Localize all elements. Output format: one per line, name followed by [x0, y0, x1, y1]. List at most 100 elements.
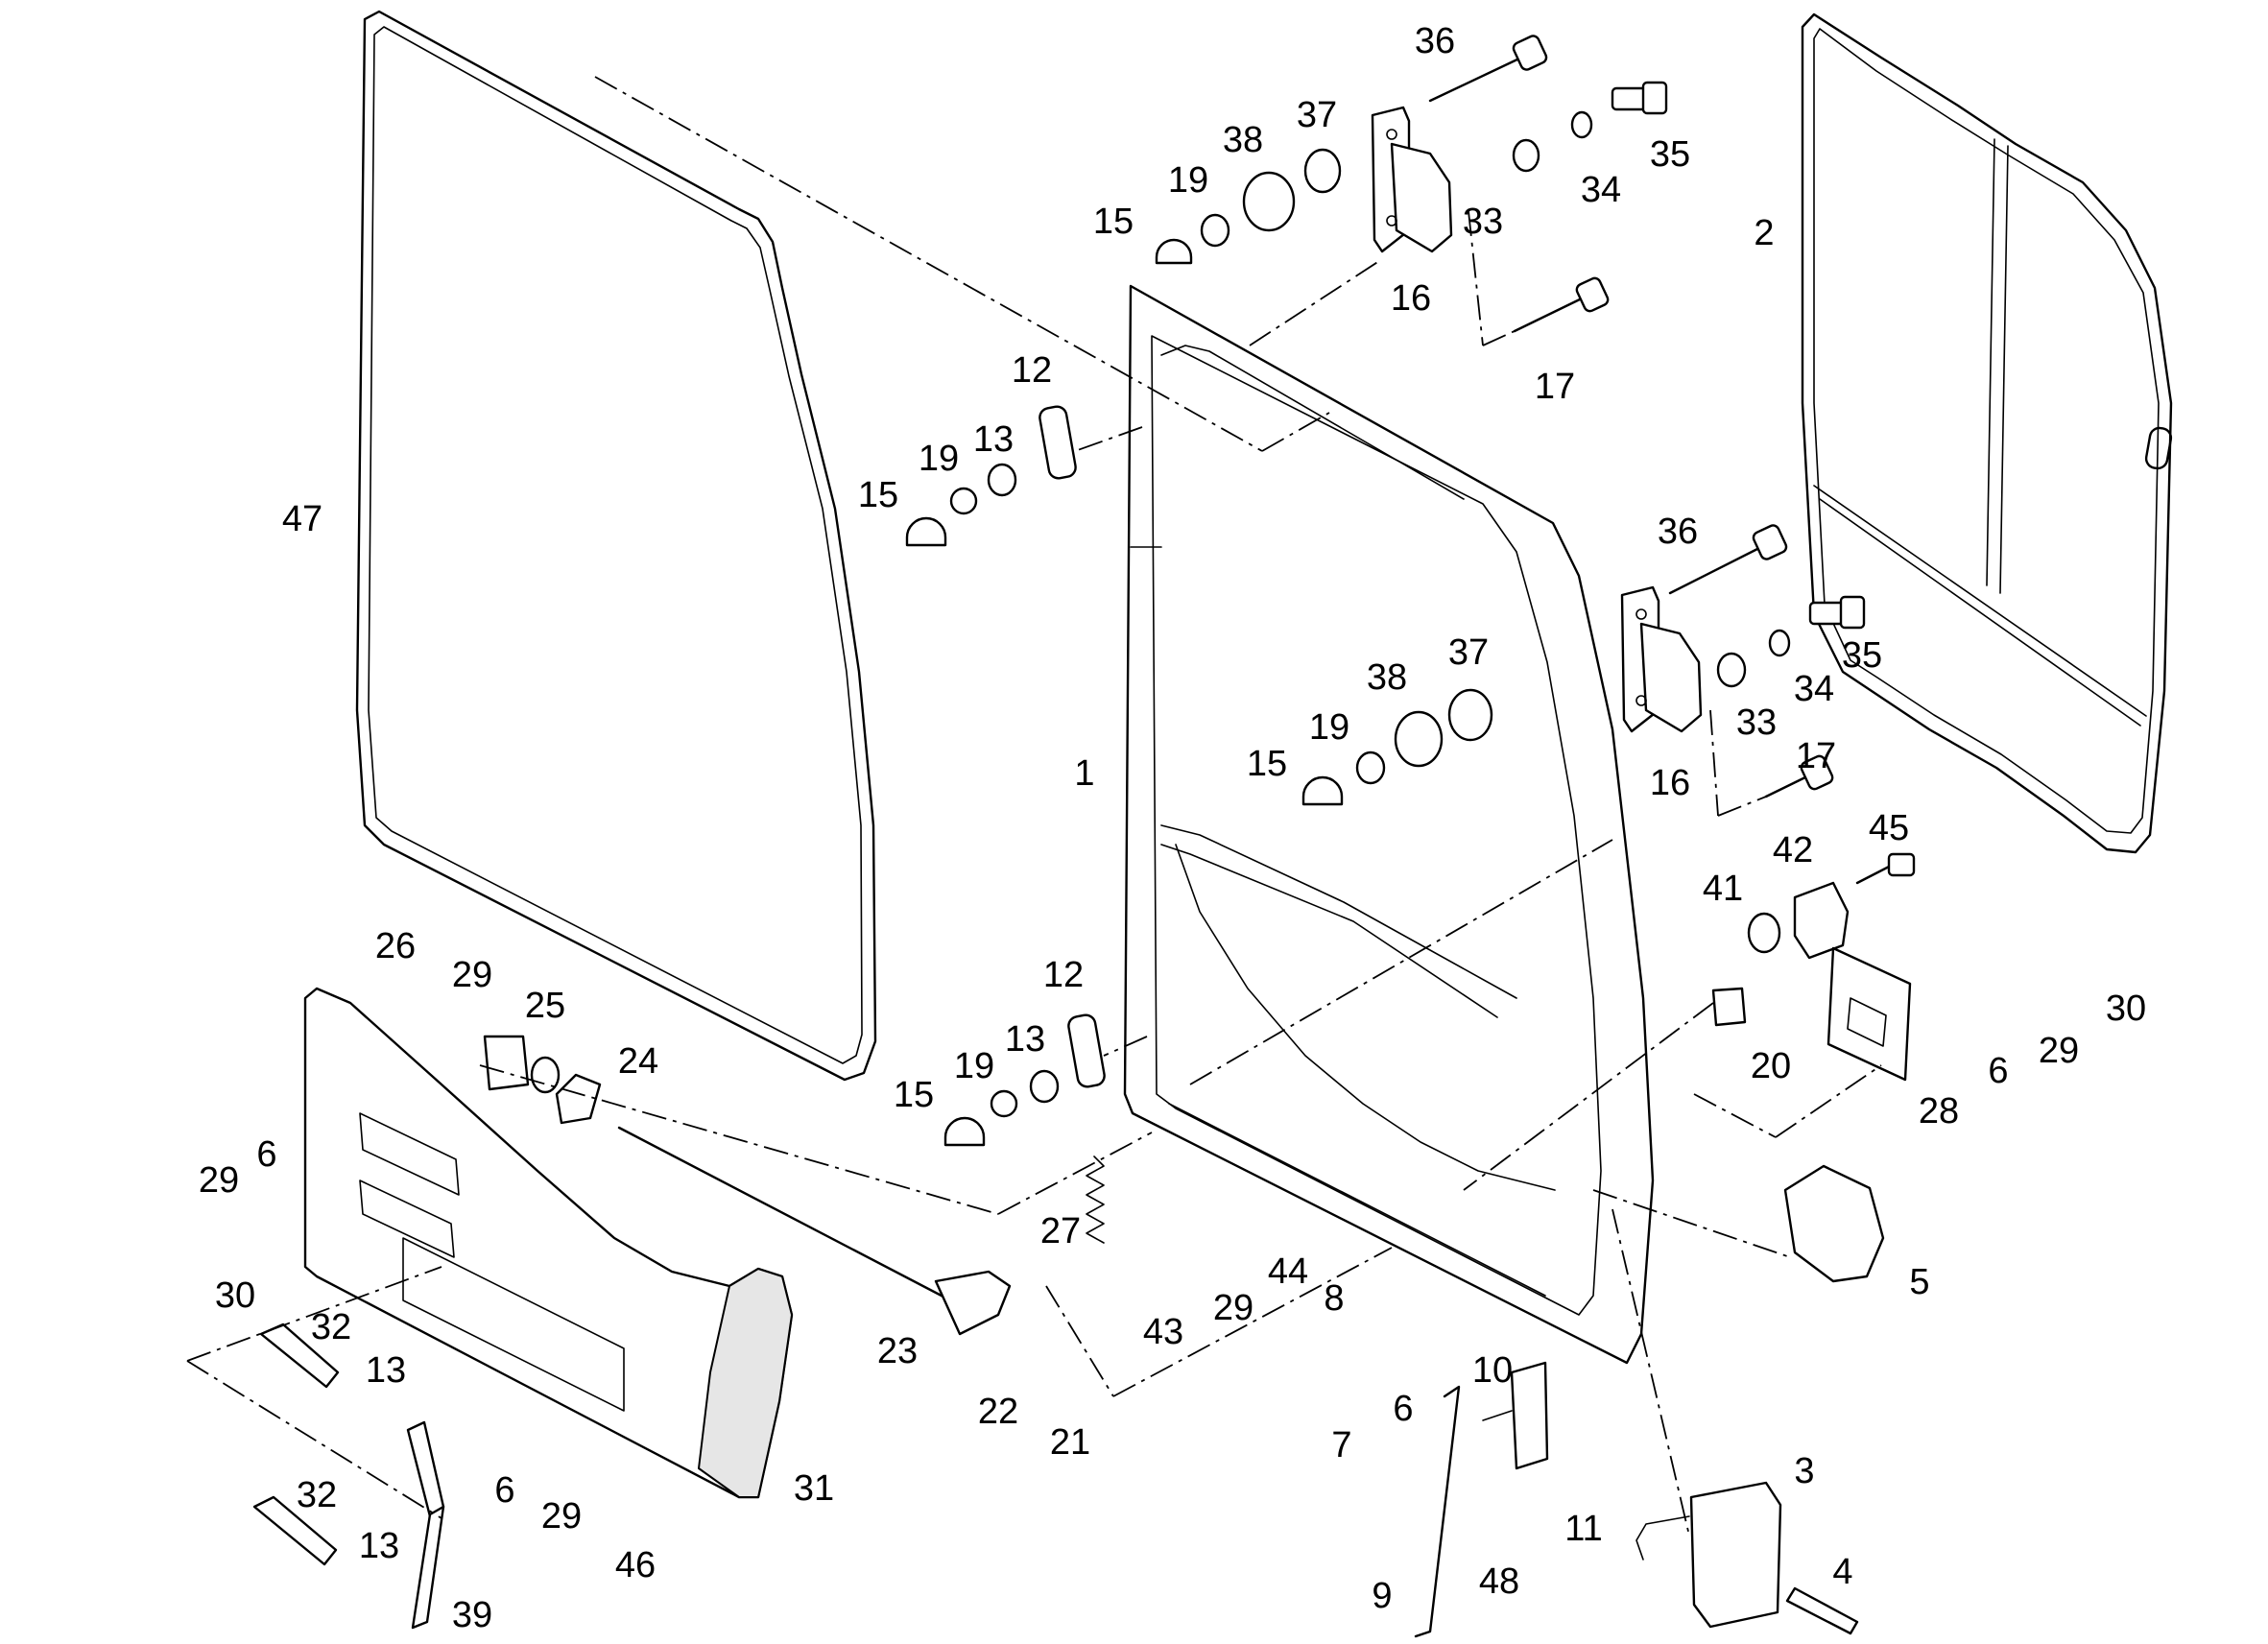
callout-34: 34	[1581, 170, 1621, 210]
washers-lower-hinge	[1301, 629, 1791, 806]
callout-32: 32	[297, 1475, 337, 1515]
callout-12: 12	[1043, 955, 1084, 995]
plate-12-upper	[905, 405, 1077, 547]
callout-30: 30	[215, 1275, 255, 1316]
callout-38: 38	[1367, 657, 1407, 698]
bracket-25	[483, 1035, 561, 1094]
callout-44: 44	[1268, 1251, 1308, 1292]
callout-10: 10	[1472, 1350, 1513, 1391]
callout-1: 1	[1074, 753, 1094, 794]
callout-9: 9	[1372, 1576, 1392, 1616]
callout-37: 37	[1448, 632, 1489, 673]
callout-15: 15	[1247, 744, 1287, 784]
callout-19: 19	[919, 439, 959, 479]
callout-42: 42	[1773, 830, 1813, 870]
latch-24	[555, 1073, 602, 1125]
door-frame-1	[1123, 284, 1655, 1365]
spring-27	[1086, 1156, 1105, 1244]
glass-pane-47	[355, 10, 877, 1082]
callout-15: 15	[1093, 202, 1134, 242]
washers-upper-hinge	[1155, 110, 1593, 265]
callout-24: 24	[618, 1041, 658, 1082]
lower-panel-31	[303, 987, 794, 1499]
leader-lines	[186, 76, 1882, 1537]
bolt-35-lower	[1808, 595, 1866, 630]
callout-32: 32	[311, 1307, 351, 1347]
callout-35: 35	[1650, 134, 1690, 175]
callout-46: 46	[615, 1545, 656, 1585]
callout-19: 19	[954, 1046, 994, 1086]
callout-13: 13	[973, 419, 1014, 460]
striker-plate-28	[1826, 946, 1912, 1082]
callout-21: 21	[1050, 1422, 1090, 1463]
callout-16: 16	[1650, 763, 1690, 803]
callout-22: 22	[978, 1392, 1018, 1432]
callout-41: 41	[1703, 869, 1743, 909]
callout-30: 30	[2106, 989, 2146, 1029]
callout-43: 43	[1143, 1312, 1183, 1352]
callout-29: 29	[199, 1160, 239, 1201]
callout-13: 13	[1005, 1019, 1045, 1060]
callout-31: 31	[794, 1468, 834, 1509]
bolt-17-lower	[1764, 754, 1834, 798]
callout-12: 12	[1012, 350, 1052, 391]
callout-37: 37	[1297, 95, 1337, 135]
callout-11: 11	[1564, 1509, 1602, 1549]
callout-27: 27	[1040, 1211, 1081, 1251]
callout-29: 29	[1213, 1288, 1253, 1328]
bolt-17-upper	[1513, 276, 1610, 333]
callout-17: 17	[1796, 736, 1836, 776]
callout-labels: 1 2 3 4 5 6 6 6 6 7 8 9 10 11 12 12 13 1…	[199, 21, 2146, 1635]
lever-39	[406, 1420, 445, 1630]
handle-32-lower	[252, 1495, 338, 1566]
callout-35: 35	[1842, 635, 1882, 676]
callout-13: 13	[359, 1526, 399, 1566]
callout-6: 6	[1393, 1389, 1413, 1429]
callout-38: 38	[1223, 120, 1263, 160]
hinge-16-lower	[1620, 585, 1703, 733]
callout-47: 47	[282, 499, 322, 539]
callout-39: 39	[452, 1595, 492, 1635]
callout-3: 3	[1794, 1451, 1814, 1491]
callout-26: 26	[375, 926, 416, 966]
bolt-36-lower	[1668, 524, 1788, 595]
pad-20	[1711, 987, 1747, 1027]
callout-33: 33	[1463, 202, 1503, 242]
plate-12-lower	[943, 1013, 1106, 1147]
callout-20: 20	[1751, 1046, 1791, 1086]
callout-25: 25	[525, 986, 565, 1026]
callout-19: 19	[1309, 707, 1349, 748]
callout-2: 2	[1754, 213, 1774, 253]
callout-28: 28	[1919, 1091, 1959, 1132]
callout-6: 6	[256, 1134, 276, 1175]
bolt-35-upper	[1611, 81, 1668, 115]
callout-29: 29	[2039, 1031, 2079, 1071]
callout-36: 36	[1415, 21, 1455, 61]
callout-6: 6	[494, 1470, 514, 1511]
callout-15: 15	[858, 475, 898, 515]
rod-9	[1414, 1385, 1461, 1638]
callout-16: 16	[1391, 278, 1431, 319]
latch-bracket-10	[1482, 1361, 1549, 1470]
callout-23: 23	[877, 1331, 918, 1371]
callout-29: 29	[541, 1496, 582, 1537]
callout-19: 19	[1168, 160, 1208, 201]
callout-45: 45	[1869, 808, 1909, 848]
rod-23	[617, 1126, 1012, 1336]
callout-29: 29	[452, 955, 492, 995]
lock-5	[1783, 1164, 1885, 1283]
hinge-16-upper	[1371, 106, 1453, 253]
callout-7: 7	[1331, 1425, 1351, 1465]
callout-17: 17	[1535, 367, 1575, 407]
callout-36: 36	[1658, 512, 1698, 552]
callout-5: 5	[1909, 1262, 1929, 1302]
callout-33: 33	[1736, 703, 1777, 743]
sliding-window-2	[1801, 12, 2173, 854]
lock-3	[1635, 1481, 1859, 1635]
callout-8: 8	[1324, 1278, 1344, 1319]
callout-6: 6	[1988, 1051, 2008, 1091]
callout-34: 34	[1794, 669, 1834, 709]
callout-13: 13	[366, 1350, 406, 1391]
callout-48: 48	[1479, 1561, 1519, 1602]
